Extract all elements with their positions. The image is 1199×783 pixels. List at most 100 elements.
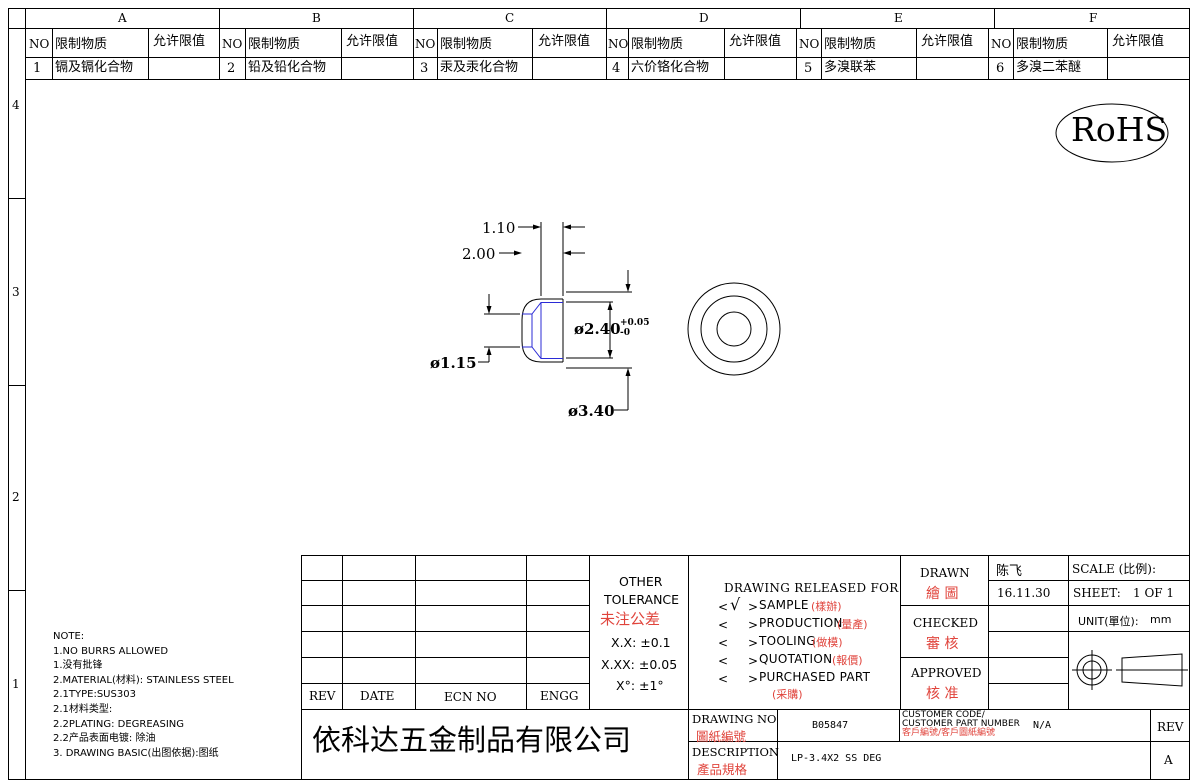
header-limit: 允许限值	[346, 34, 399, 49]
note-line: 1.NO BURRS ALLOWED	[53, 645, 169, 657]
zone-col-b: B	[312, 11, 321, 25]
dim-tol-upper: +0.05	[620, 318, 650, 328]
note-line: 2.2产品表面电镀: 除油	[53, 733, 156, 745]
approved-label: APPROVED	[911, 666, 982, 680]
zone-row-1: 1	[12, 677, 20, 691]
release-label: TOOLING	[759, 634, 816, 648]
unit-label: UNIT(單位):	[1078, 615, 1139, 628]
release-label-cn: (報價)	[832, 654, 863, 667]
release-label-cn: (做模)	[812, 636, 843, 649]
item-name: 镉及镉化合物	[55, 60, 134, 75]
zone-col-d: D	[699, 11, 709, 25]
sheet-value: 1 OF 1	[1133, 586, 1175, 600]
item-name: 汞及汞化合物	[440, 60, 519, 75]
header-no: NO	[415, 37, 436, 51]
drawing-no-value: B05847	[812, 720, 849, 731]
drawn-label: DRAWN	[920, 566, 970, 580]
drawing-no-label-cn: 圖紙編號	[696, 729, 747, 744]
customer-code-label: CUSTOMER CODE/ CUSTOMER PART NUMBER 客戶編號…	[902, 711, 1020, 738]
customer-code-label-1: CUSTOMER CODE/	[902, 710, 985, 720]
approved-label-cn: 核 准	[926, 686, 959, 702]
notes: NOTE: 1.NO BURRS ALLOWED 1.没有批锋 2.MATERI…	[53, 630, 234, 761]
header-substance: 限制物质	[631, 37, 684, 52]
item-no: 1	[33, 61, 42, 76]
unit-value: mm	[1150, 613, 1172, 626]
end-view	[687, 282, 781, 376]
note-line: 2.MATERIAL(材料): STAINLESS STEEL	[53, 674, 234, 686]
header-no: NO	[222, 37, 243, 51]
zone-col-c: C	[505, 11, 515, 25]
release-bracket: <	[718, 618, 729, 632]
projection-symbol	[1072, 650, 1188, 690]
description-value: LP-3.4X2 SS DEG	[791, 753, 882, 764]
release-title: DRAWING RELEASED FOR	[724, 581, 899, 595]
scale-label: SCALE (比例):	[1072, 562, 1157, 576]
zone-col-f: F	[1089, 11, 1098, 25]
header-substance: 限制物质	[1016, 37, 1069, 52]
notes-title: NOTE:	[53, 631, 85, 642]
dim-dia-1-15: ø1.15	[430, 354, 477, 372]
drawn-name: 陈飞	[996, 564, 1023, 579]
zone-row-4: 4	[12, 98, 20, 112]
release-label: QUOTATION	[759, 652, 833, 666]
header-substance: 限制物质	[440, 37, 493, 52]
dim-dia-3-40: ø3.40	[568, 402, 615, 420]
tolerance-title-cn: 未注公差	[600, 610, 661, 628]
release-label-cn: (樣辦)	[811, 600, 842, 613]
item-no: 2	[227, 61, 236, 76]
header-limit: 允许限值	[153, 34, 206, 49]
release-bracket: >	[748, 636, 759, 650]
release-label-cn: (采購)	[772, 688, 803, 701]
header-limit: 允许限值	[1112, 34, 1165, 49]
description-label-cn: 產品規格	[697, 762, 748, 777]
release-bracket: >	[748, 600, 759, 614]
note-line: 1.没有批锋	[53, 660, 103, 672]
dim-dia-2-40: ø2.40	[574, 320, 621, 338]
drawn-date: 16.11.30	[997, 586, 1051, 600]
ecn-header: ECN NO	[444, 690, 497, 704]
rev-value: A	[1164, 753, 1173, 767]
sheet-label: SHEET:	[1073, 586, 1121, 600]
tolerance-xxx: X.XX: ±0.05	[601, 657, 678, 672]
rev-label: REV	[1157, 720, 1184, 734]
release-bracket: >	[748, 672, 759, 686]
header-limit: 允许限值	[921, 34, 974, 49]
header-no: NO	[991, 37, 1012, 51]
header-no: NO	[799, 37, 820, 51]
customer-code-label-2: CUSTOMER PART NUMBER	[902, 719, 1020, 729]
check-icon: √	[730, 595, 741, 614]
dim-tol-lower: -0	[620, 328, 630, 338]
tolerance-angle: X°: ±1°	[616, 678, 664, 693]
item-name: 六价铬化合物	[631, 60, 710, 75]
date-header: DATE	[360, 689, 395, 703]
note-line: 3. DRAWING BASIC(出图依据):图纸	[53, 747, 219, 759]
item-no: 5	[804, 61, 813, 76]
rohs-ellipse	[1055, 103, 1169, 163]
release-label: SAMPLE	[759, 598, 809, 612]
note-line: 2.1材料类型:	[53, 703, 113, 715]
company-name: 依科达五金制品有限公司	[312, 723, 632, 757]
item-no: 6	[996, 61, 1005, 76]
note-line: 2.1TYPE:SUS303	[53, 689, 136, 701]
item-no: 4	[612, 61, 621, 76]
engg-header: ENGG	[540, 689, 579, 703]
customer-code-value: N/A	[1033, 720, 1052, 731]
zone-col-e: E	[894, 11, 903, 25]
header-substance: 限制物质	[248, 37, 301, 52]
release-label-cn: (量產)	[837, 618, 868, 631]
header-limit: 允许限值	[729, 34, 782, 49]
item-name: 铅及铅化合物	[248, 60, 327, 75]
release-bracket: <	[718, 672, 729, 686]
drawn-label-cn: 繪 圖	[926, 586, 959, 602]
header-substance: 限制物质	[55, 37, 108, 52]
drawing-no-label: DRAWING NO	[692, 712, 777, 726]
release-label: PRODUCTION	[759, 616, 843, 630]
header-substance: 限制物质	[824, 37, 877, 52]
dim-2-00: 2.00	[462, 245, 496, 263]
header-no: NO	[608, 37, 629, 51]
tolerance-xx: X.X: ±0.1	[611, 635, 671, 650]
rohs-mark: RoHS	[1071, 110, 1168, 149]
description-label: DESCRIPTION	[692, 745, 779, 759]
header-no: NO	[29, 37, 50, 51]
